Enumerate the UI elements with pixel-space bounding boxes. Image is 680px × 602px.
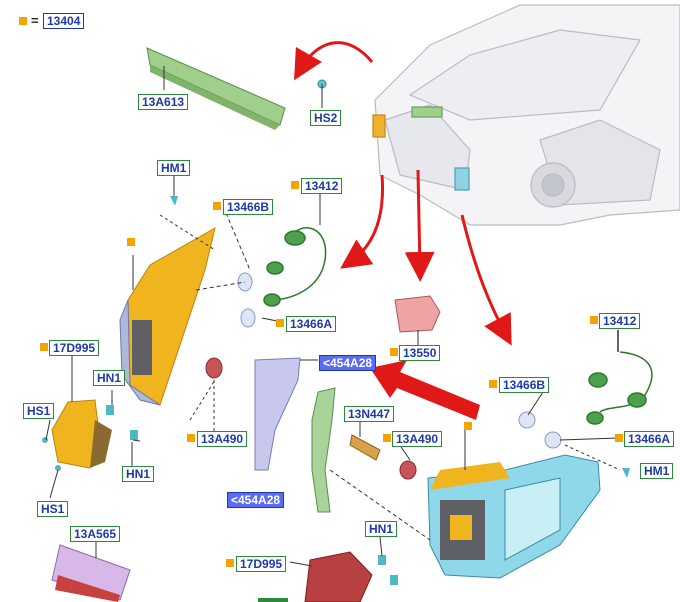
marker-17d995-bottom <box>226 559 234 567</box>
trim-panel-green <box>311 387 336 513</box>
callout-454a28-top[interactable]: <454A28 <box>319 355 377 371</box>
legend-equals: = <box>31 13 39 28</box>
callout-13550[interactable]: 13550 <box>399 345 441 361</box>
bracket-17d995-left <box>42 355 138 471</box>
marker-13466b-top <box>213 202 221 210</box>
marker-right-lamp <box>464 422 472 430</box>
left-tail-lamp <box>119 226 216 406</box>
bracket-17d995-bottom <box>304 551 398 602</box>
callout-13a490-right[interactable]: 13A490 <box>392 431 443 447</box>
callout-hn1-a[interactable]: HN1 <box>93 370 126 386</box>
callout-13412-top[interactable]: 13412 <box>301 178 343 194</box>
marker-17d995-left <box>40 343 48 351</box>
callout-17d995-left[interactable]: 17D995 <box>49 340 100 356</box>
left-wiring-harness <box>263 227 327 307</box>
pin-hm1-left <box>170 175 178 206</box>
vehicle-illustration <box>372 4 680 226</box>
callout-arrows <box>294 41 512 346</box>
marker-13466b-right <box>489 380 497 388</box>
marker-13412-right <box>590 316 598 324</box>
marker-13466a-right <box>615 434 623 442</box>
callout-454a28-bottom[interactable]: <454A28 <box>227 492 285 508</box>
callout-hs1-a[interactable]: HS1 <box>23 403 55 419</box>
legend-marker <box>19 17 27 25</box>
marker-13412-top <box>291 181 299 189</box>
connector-13n447 <box>349 420 381 461</box>
screw-hs2 <box>317 79 327 108</box>
cut-off-label-edge <box>258 598 288 602</box>
marker-13a490-right <box>383 434 391 442</box>
right-wiring-harness <box>586 330 653 425</box>
callout-13a490-left[interactable]: 13A490 <box>197 431 248 447</box>
high-mount-stop-lamp <box>146 47 286 130</box>
legend-code-13404[interactable]: 13404 <box>43 13 85 29</box>
marker-13466a-top <box>276 319 284 327</box>
grommet-13a490-left <box>205 357 223 432</box>
lamp-13a565 <box>51 538 131 602</box>
callout-13466b-top[interactable]: 13466B <box>223 199 274 215</box>
highlight-arrow <box>370 360 480 420</box>
marker-13550 <box>390 348 398 356</box>
marker-left-lamp <box>127 238 135 246</box>
grommet-13a490-right <box>399 460 417 480</box>
callout-hn1-c[interactable]: HN1 <box>365 521 398 537</box>
callout-hm1-right[interactable]: HM1 <box>640 463 674 479</box>
callout-13466b-right[interactable]: 13466B <box>499 377 550 393</box>
bulbs-left <box>237 272 256 328</box>
callout-13412-right[interactable]: 13412 <box>599 313 641 329</box>
license-lamp-13550 <box>394 295 441 345</box>
callout-17d995-bottom[interactable]: 17D995 <box>236 556 287 572</box>
callout-hs2[interactable]: HS2 <box>310 110 342 126</box>
callout-13466a-right[interactable]: 13466A <box>624 431 675 447</box>
pin-hm1-right <box>622 468 630 478</box>
callout-13n447[interactable]: 13N447 <box>344 406 395 422</box>
callout-hm1-top[interactable]: HM1 <box>157 160 191 176</box>
marker-13a490-left <box>187 434 195 442</box>
callout-13a565[interactable]: 13A565 <box>70 526 121 542</box>
callout-13a613[interactable]: 13A613 <box>138 94 189 110</box>
callout-13466a-top[interactable]: 13466A <box>286 316 337 332</box>
callout-hn1-b[interactable]: HN1 <box>122 466 155 482</box>
bulbs-right <box>518 411 562 449</box>
right-tail-lamp <box>427 454 601 579</box>
trim-panel-blue <box>254 357 318 471</box>
leader-lines <box>45 191 621 567</box>
callout-hs1-b[interactable]: HS1 <box>37 501 69 517</box>
